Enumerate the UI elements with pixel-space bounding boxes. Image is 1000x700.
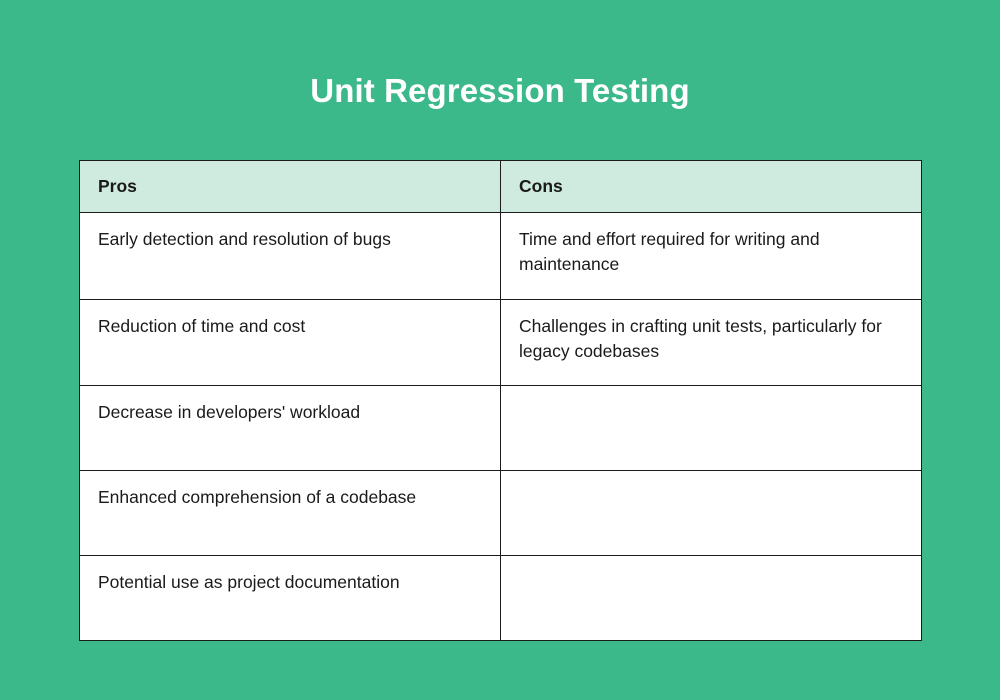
cell-cons-5	[500, 555, 922, 641]
cell-cons-1: Time and effort required for writing and…	[500, 212, 922, 300]
cell-cons-3	[500, 385, 922, 471]
cell-pros-4: Enhanced comprehension of a codebase	[79, 470, 501, 556]
cell-pros-3: Decrease in developers' workload	[79, 385, 501, 471]
table-header-row: Pros Cons	[79, 160, 922, 213]
column-header-pros: Pros	[79, 160, 501, 213]
table-row: Decrease in developers' workload	[79, 385, 922, 471]
table-row: Reduction of time and cost Challenges in…	[79, 299, 922, 386]
page-title: Unit Regression Testing	[310, 72, 690, 109]
cell-pros-1: Early detection and resolution of bugs	[79, 212, 501, 300]
table-row: Potential use as project documentation	[79, 555, 922, 641]
cell-cons-4	[500, 470, 922, 556]
pros-cons-table: Pros Cons Early detection and resolution…	[79, 160, 922, 641]
cell-cons-2: Challenges in crafting unit tests, parti…	[500, 299, 922, 386]
cell-pros-5: Potential use as project documentation	[79, 555, 501, 641]
table-body: Early detection and resolution of bugs T…	[79, 212, 922, 641]
table-header: Pros Cons	[79, 160, 922, 213]
table-row: Enhanced comprehension of a codebase	[79, 470, 922, 556]
cell-pros-2: Reduction of time and cost	[79, 299, 501, 386]
table-row: Early detection and resolution of bugs T…	[79, 212, 922, 300]
column-header-cons: Cons	[500, 160, 922, 213]
